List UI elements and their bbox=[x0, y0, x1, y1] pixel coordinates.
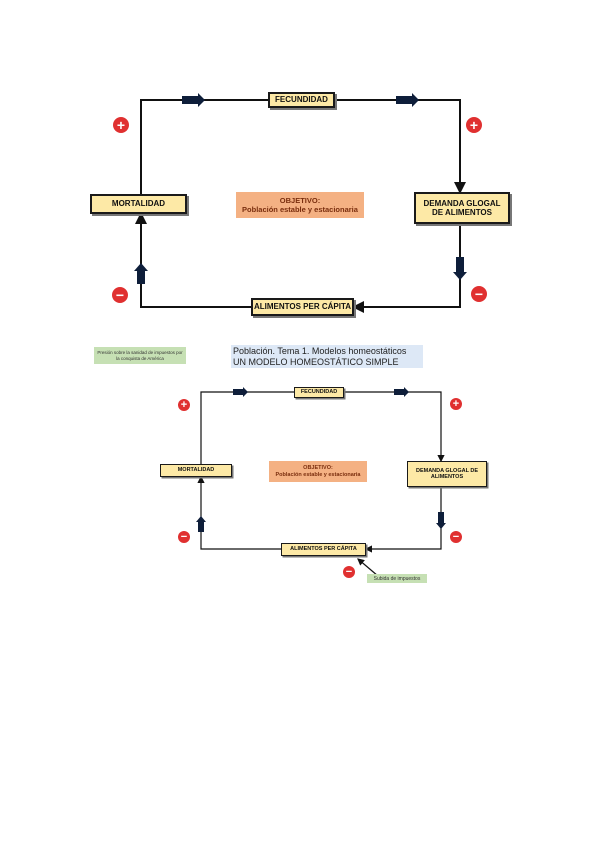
objective-text: Población estable y estacionaria bbox=[242, 205, 358, 214]
plus-sign-icon: + bbox=[450, 398, 462, 410]
plus-sign-icon: + bbox=[113, 117, 129, 133]
tax-pressure-note: Presión sobre la sanidad de impuestos po… bbox=[94, 347, 186, 364]
title-line-2: UN MODELO HOMEOSTÁTICO SIMPLE bbox=[233, 356, 399, 367]
demanda-box: DEMANDA GLOGAL DE ALIMENTOS bbox=[414, 192, 510, 224]
title-line-1: Población. Tema 1. Modelos homeostáticos bbox=[233, 346, 407, 356]
objective-box-small: OBJETIVO: Población estable y estacionar… bbox=[269, 461, 367, 482]
page-title: Población. Tema 1. Modelos homeostáticos… bbox=[231, 345, 423, 368]
plus-sign-icon: + bbox=[178, 399, 190, 411]
tax-increase-note: Subida de impuestos bbox=[367, 574, 427, 583]
minus-sign-icon: − bbox=[112, 287, 128, 303]
objective-title-small: OBJETIVO: bbox=[303, 464, 333, 471]
fecundidad-box: FECUNDIDAD bbox=[268, 92, 335, 108]
objective-text-small: Población estable y estacionaria bbox=[275, 471, 361, 478]
mortalidad-box-small: MORTALIDAD bbox=[160, 464, 232, 477]
demanda-box-small: DEMANDA GLOGAL DE ALIMENTOS bbox=[407, 461, 487, 487]
minus-sign-icon: − bbox=[178, 531, 190, 543]
plus-sign-icon: + bbox=[466, 117, 482, 133]
mortalidad-box: MORTALIDAD bbox=[90, 194, 187, 214]
objective-title: OBJETIVO: bbox=[279, 196, 321, 205]
fecundidad-box-small: FECUNDIDAD bbox=[294, 387, 344, 398]
objective-box: OBJETIVO: Población estable y estacionar… bbox=[236, 192, 364, 218]
minus-sign-icon: − bbox=[343, 566, 355, 578]
minus-sign-icon: − bbox=[471, 286, 487, 302]
alimentos-box-small: ALIMENTOS PER CÁPITA bbox=[281, 543, 366, 556]
alimentos-box: ALIMENTOS PER CÁPITA bbox=[251, 298, 354, 316]
minus-sign-icon: − bbox=[450, 531, 462, 543]
